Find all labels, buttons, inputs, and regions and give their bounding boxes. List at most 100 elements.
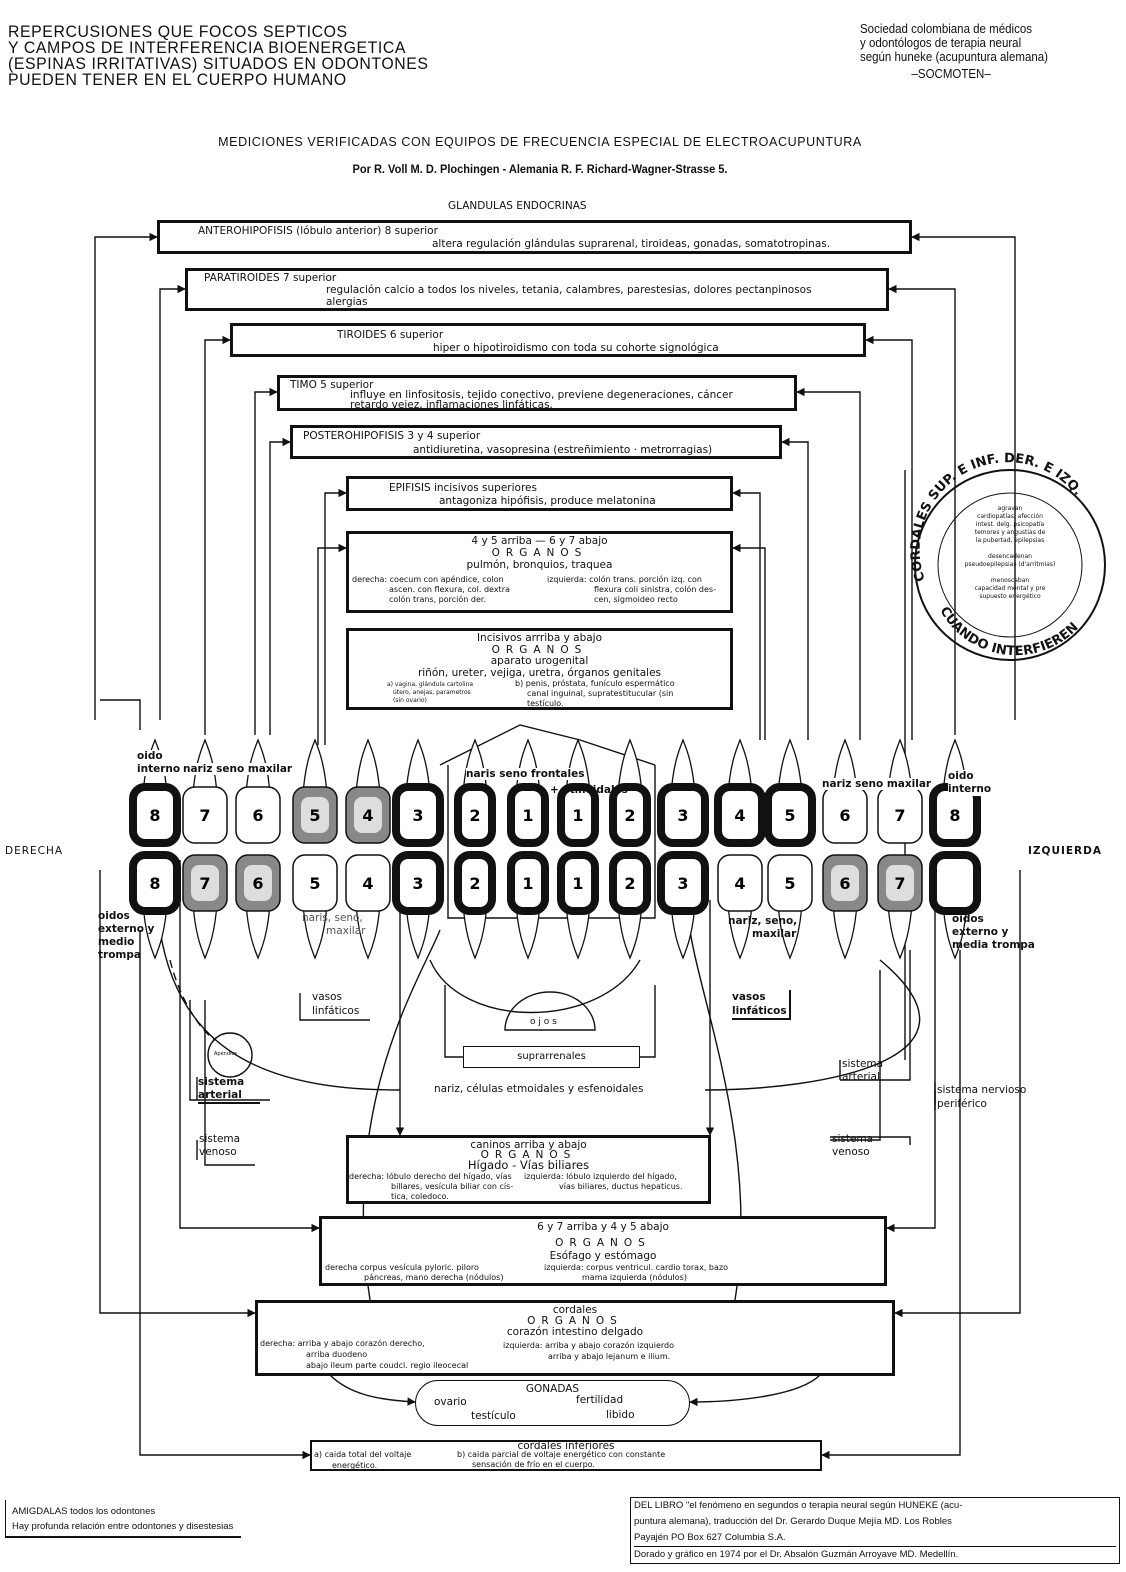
tooth-number: 6 — [839, 874, 850, 893]
tooth-lower-right-3: 3 — [392, 851, 444, 960]
credit-line: Payajén PO Box 627 Columbia S.A. — [634, 1532, 786, 1543]
gland-box-paratiroides: PARATIROIDES 7 superior regulación calci… — [185, 268, 889, 311]
gland-box-tiroides: TIROIDES 6 superior hiper o hipotiroidis… — [230, 323, 866, 357]
society-line: Sociedad colombiana de médicos — [860, 22, 1032, 36]
tooth-number: 6 — [252, 806, 263, 825]
book-credit: DEL LIBRO "el fenómeno en segundos o ter… — [630, 1497, 1120, 1564]
organ-main: Esófago y estómago — [549, 1250, 657, 1262]
gland-desc: influye en linfositosis, tejido conectiv… — [350, 389, 733, 401]
organ-head: cordales — [552, 1304, 598, 1316]
tooth-number: 8 — [949, 806, 960, 825]
tooth-number: 1 — [572, 874, 583, 893]
tooth-upper-left-3: 3 — [657, 738, 709, 847]
seal-line: cardiopatías, afección — [977, 513, 1043, 520]
tooth-number: 4 — [734, 874, 745, 893]
tooth-lower-right-2: 2 — [454, 851, 496, 960]
label-line: interno — [137, 763, 181, 775]
organ-right: derecha corpus vesícula pyloric. piloro — [325, 1263, 479, 1272]
organ-right: tica, coledoco. — [391, 1192, 449, 1201]
gland-desc: antagoniza hipófisis, produce melatonina — [439, 495, 656, 507]
organ-right: útero, anejas, parametros — [393, 689, 471, 696]
tooth-number: 8 — [149, 806, 160, 825]
organ-right: derecha: coecum con apéndice, colon — [352, 575, 504, 584]
organ-main: aparato urogenital — [490, 655, 589, 667]
tooth-upper-right-7: 7 — [182, 738, 228, 844]
label-naris-frontales: naris seno frontales — [466, 768, 585, 780]
gonadas-item: fertilidad — [576, 1394, 624, 1406]
tooth-lower-left-5: 5 — [767, 854, 813, 960]
cordales-inferiores-box: cordales inferiores a) caida total del v… — [310, 1440, 822, 1471]
tooth-upper-left-5: 5 — [764, 738, 816, 847]
tooth-number: 2 — [624, 874, 635, 893]
label-line: trompa — [98, 949, 141, 961]
organ-title: ORGANOS — [480, 1149, 577, 1161]
label-apendice: Apéndice — [214, 1051, 238, 1057]
tooth-upper-right-6: 6 — [235, 738, 281, 844]
tooth-number: 6 — [252, 874, 263, 893]
gonadas-item: libido — [606, 1409, 635, 1421]
note-line: Hay profunda relación entre odontones y … — [12, 1521, 234, 1532]
label-line: arterial — [842, 1071, 880, 1083]
seal-line: menoscaban — [990, 577, 1030, 584]
society-line: y odontólogos de terapia neural — [860, 36, 1022, 50]
tooth-upper-right-3: 3 — [392, 738, 444, 847]
label-line: arterial — [198, 1089, 242, 1101]
gland-box-epifisis: EPIFISIS incisivos superiores antagoniza… — [346, 476, 733, 511]
tooth-upper-left-4: 4 — [714, 738, 766, 847]
tooth-number: 6 — [839, 806, 850, 825]
label-line: periférico — [937, 1098, 987, 1110]
gland-desc: altera regulación glándulas suprarenal, … — [432, 238, 831, 250]
label-line: linfáticos — [732, 1005, 787, 1017]
organ-head: cordales inferiores — [517, 1440, 615, 1452]
organ-left: arriba y abajo lejanum e ilium. — [548, 1352, 671, 1361]
organ-left: izquierda: corpus ventricul. cardio tora… — [544, 1263, 728, 1272]
organ-main: pulmón, bronquios, traquea — [466, 559, 613, 571]
organ-right: (sin ovario) — [393, 697, 427, 704]
tooth-number: 1 — [522, 874, 533, 893]
label-naris-seno-lower-right: naris, seno,maxilar — [302, 912, 365, 938]
organ-right: arriba duodeno — [306, 1350, 368, 1359]
tooth-upper-right-2: 2 — [454, 738, 496, 847]
section-heading: GLANDULAS ENDOCRINAS — [448, 200, 587, 212]
organ-left: b) penis, próstata, funículo espermático — [515, 679, 675, 688]
gland-title: PARATIROIDES 7 superior — [204, 272, 337, 284]
gland-title: POSTEROHIPOFISIS 3 y 4 superior — [303, 430, 481, 442]
gland-box-anterohipofisis: ANTEROHIPOFISIS (lóbulo anterior) 8 supe… — [157, 220, 912, 254]
organ-left: flexura coli sinistra, colón des- — [594, 585, 716, 594]
label-line: media trompa — [952, 939, 1035, 951]
society-abbr: –SOCMOTEN– — [911, 67, 991, 81]
credit-line: DEL LIBRO "el fenómeno en segundos o ter… — [634, 1500, 963, 1511]
organ-left: izquierda: lóbulo izquierdo del hígado, — [524, 1172, 677, 1182]
tooth-number: 2 — [624, 806, 635, 825]
tooth-number: 4 — [362, 806, 373, 825]
tooth-number: 5 — [784, 806, 795, 825]
title-line: Y CAMPOS DE INTERFERENCIA BIOENERGETICA — [8, 39, 407, 57]
organs-box-estomago: 6 y 7 arriba y 4 y 5 abajo ORGANOS Esófa… — [319, 1216, 887, 1286]
seal-line — [955, 569, 1065, 577]
tooth-number: 5 — [309, 874, 320, 893]
tooth-lower-left-2: 2 — [609, 851, 651, 960]
society-line: según huneke (acupuntura alemana) — [860, 50, 1048, 64]
label-line: sistema — [198, 1076, 245, 1088]
organ-left: canal inguinal, supratestitucular (sin — [527, 689, 674, 698]
tooth-number: 2 — [469, 806, 480, 825]
tooth-number: 7 — [199, 874, 210, 893]
label-line: interno — [948, 783, 992, 795]
organ-right: a) vagina, glándula cartolina — [387, 681, 474, 688]
author-line: Por R. Voll M. D. Plochingen - Alemania … — [352, 162, 728, 176]
seal-line: intest. delg. psicopatía — [975, 521, 1045, 528]
label-line: externo y — [98, 923, 155, 935]
suprarrenales-box: suprarrenales — [463, 1046, 640, 1068]
organ-title: ORGANOS — [527, 1315, 623, 1327]
label-line: externo y — [952, 926, 1009, 938]
tooth-lower-left-7: 7 — [877, 854, 923, 960]
organ-main: corazón intestino delgado — [506, 1326, 644, 1338]
suprarrenales-label: suprarrenales — [517, 1051, 586, 1062]
organ-right: páncreas, mano derecha (nódulos) — [364, 1273, 504, 1282]
